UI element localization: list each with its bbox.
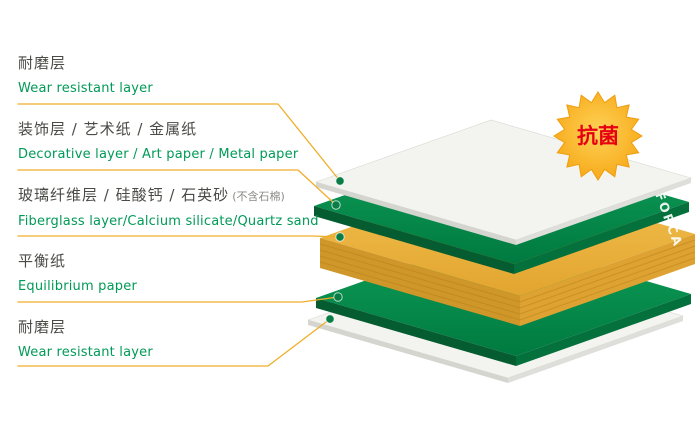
layer-dot-2 bbox=[331, 200, 341, 210]
antibacterial-badge: 抗菌 bbox=[553, 91, 643, 181]
label-decorative-zh: 装饰层 / 艺术纸 / 金属纸 bbox=[18, 120, 198, 138]
face-left bbox=[314, 206, 514, 274]
core-sheet-line bbox=[319, 245, 696, 309]
badge-label: 抗菌 bbox=[577, 124, 619, 148]
label-decorative: 装饰层 / 艺术纸 / 金属纸 Decorative layer / Art p… bbox=[18, 120, 298, 163]
layer-dots bbox=[325, 176, 345, 324]
layer-dot-4 bbox=[333, 292, 343, 302]
face-right bbox=[516, 178, 691, 245]
label-wear-bottom-zh: 耐磨层 bbox=[18, 318, 67, 336]
layer-wear-top-shape bbox=[315, 119, 692, 245]
leader-line-5 bbox=[17, 318, 331, 367]
leader-line-2 bbox=[17, 169, 337, 206]
starburst-icon bbox=[553, 91, 643, 181]
label-wear-top-en: Wear resistant layer bbox=[18, 81, 153, 96]
layer-dot-3 bbox=[335, 232, 345, 242]
label-wear-top: 耐磨层 Wear resistant layer bbox=[18, 54, 153, 97]
label-decorative-en: Decorative layer / Art paper / Metal pap… bbox=[18, 147, 299, 162]
leader-line-3 bbox=[17, 235, 341, 238]
face-right bbox=[520, 234, 695, 326]
label-equilibrium: 平衡纸 Equilibrium paper bbox=[18, 252, 137, 295]
label-wear-bottom: 耐磨层 Wear resistant layer bbox=[18, 318, 153, 361]
face-left bbox=[316, 298, 516, 366]
label-core-zh-main: 玻璃纤维层 / 硅酸钙 / 石英砂 bbox=[18, 186, 230, 204]
face-right bbox=[516, 294, 691, 366]
face-right bbox=[514, 202, 689, 274]
face-left bbox=[320, 238, 520, 326]
core-sheet-line bbox=[319, 251, 696, 315]
layer-dot-1 bbox=[335, 176, 345, 186]
label-equilibrium-en: Equilibrium paper bbox=[18, 279, 137, 294]
leader-line-1 bbox=[17, 103, 341, 182]
leader-line-4 bbox=[17, 296, 339, 303]
core-sheet-line bbox=[319, 257, 696, 321]
label-core: 玻璃纤维层 / 硅酸钙 / 石英砂(不含石棉) Fiberglass layer… bbox=[18, 186, 319, 230]
label-core-zh-note: (不含石棉) bbox=[232, 190, 285, 203]
label-core-zh: 玻璃纤维层 / 硅酸钙 / 石英砂(不含石棉) bbox=[18, 186, 319, 206]
core-sheet-line bbox=[319, 239, 696, 303]
label-wear-bottom-en: Wear resistant layer bbox=[18, 345, 153, 360]
label-wear-top-zh: 耐磨层 bbox=[18, 54, 67, 72]
face-left bbox=[316, 182, 516, 245]
label-equilibrium-zh: 平衡纸 bbox=[18, 252, 67, 270]
layer-dot-5 bbox=[325, 314, 335, 324]
face-left bbox=[308, 320, 508, 383]
leader-lines bbox=[17, 103, 341, 367]
face-right bbox=[508, 316, 683, 383]
label-core-en: Fiberglass layer/Calcium silicate/Quartz… bbox=[18, 214, 319, 229]
